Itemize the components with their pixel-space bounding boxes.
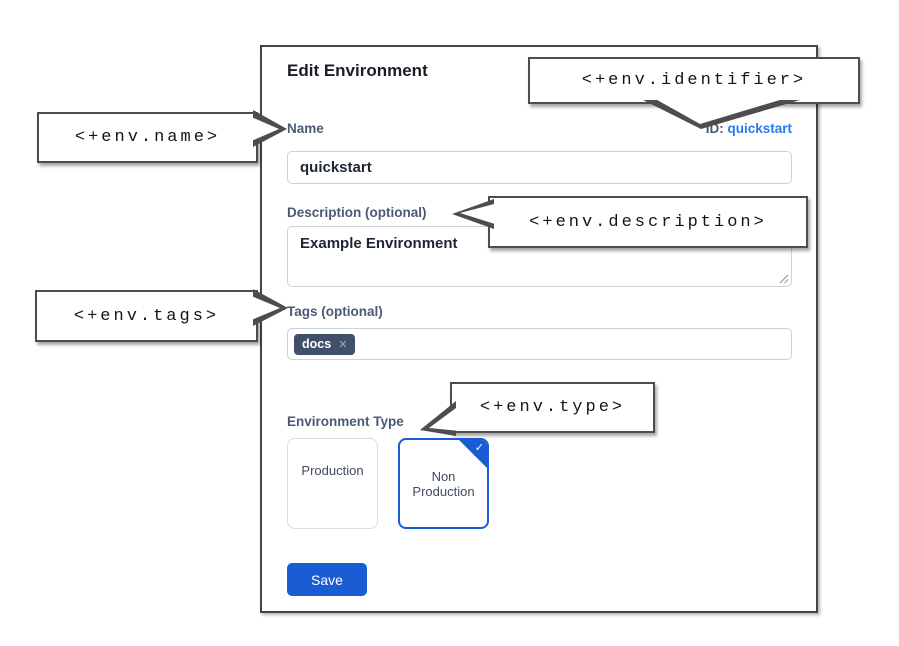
dialog-title: Edit Environment bbox=[287, 61, 428, 80]
tag-chip: docs ✕ bbox=[294, 333, 356, 355]
callout-env-type: <+env.type> bbox=[450, 382, 655, 433]
environment-type-card-production[interactable]: Production bbox=[287, 438, 378, 529]
callout-env-identifier: <+env.identifier> bbox=[528, 57, 860, 104]
name-label: Name bbox=[287, 121, 324, 136]
callout-env-identifier-text: <+env.identifier> bbox=[581, 71, 807, 90]
callout-env-description-text: <+env.description> bbox=[529, 212, 767, 232]
non-production-card-label: Non Production bbox=[412, 468, 475, 499]
callout-env-name: <+env.name> bbox=[37, 112, 258, 163]
callout-env-name-text: <+env.name> bbox=[74, 128, 221, 147]
tag-remove-icon[interactable]: ✕ bbox=[338, 338, 348, 351]
name-id-row: Name ID: quickstart bbox=[287, 121, 792, 136]
tag-chip-label: docs bbox=[302, 337, 332, 351]
description-label: Description (optional) bbox=[287, 205, 427, 220]
name-input[interactable] bbox=[287, 151, 792, 184]
callout-env-description: <+env.description> bbox=[488, 196, 808, 248]
callout-env-type-text: <+env.type> bbox=[479, 398, 626, 417]
production-card-label: Production bbox=[301, 463, 364, 478]
tags-input[interactable]: docs ✕ bbox=[287, 328, 792, 360]
environment-id: ID: quickstart bbox=[706, 121, 792, 136]
id-value-link[interactable]: quickstart bbox=[727, 121, 792, 136]
callout-env-tags-text: <+env.tags> bbox=[73, 306, 220, 326]
environment-type-label: Environment Type bbox=[287, 414, 404, 429]
resize-grip-icon[interactable] bbox=[779, 274, 789, 284]
save-button[interactable]: Save bbox=[287, 563, 367, 596]
environment-type-card-non-production[interactable]: Non Production ✓ bbox=[398, 438, 489, 529]
callout-env-tags: <+env.tags> bbox=[35, 290, 258, 342]
edit-environment-dialog: Edit Environment Name ID: quickstart Des… bbox=[260, 45, 818, 613]
tags-label: Tags (optional) bbox=[287, 304, 383, 319]
id-label: ID: bbox=[705, 121, 724, 136]
check-icon: ✓ bbox=[474, 442, 484, 454]
